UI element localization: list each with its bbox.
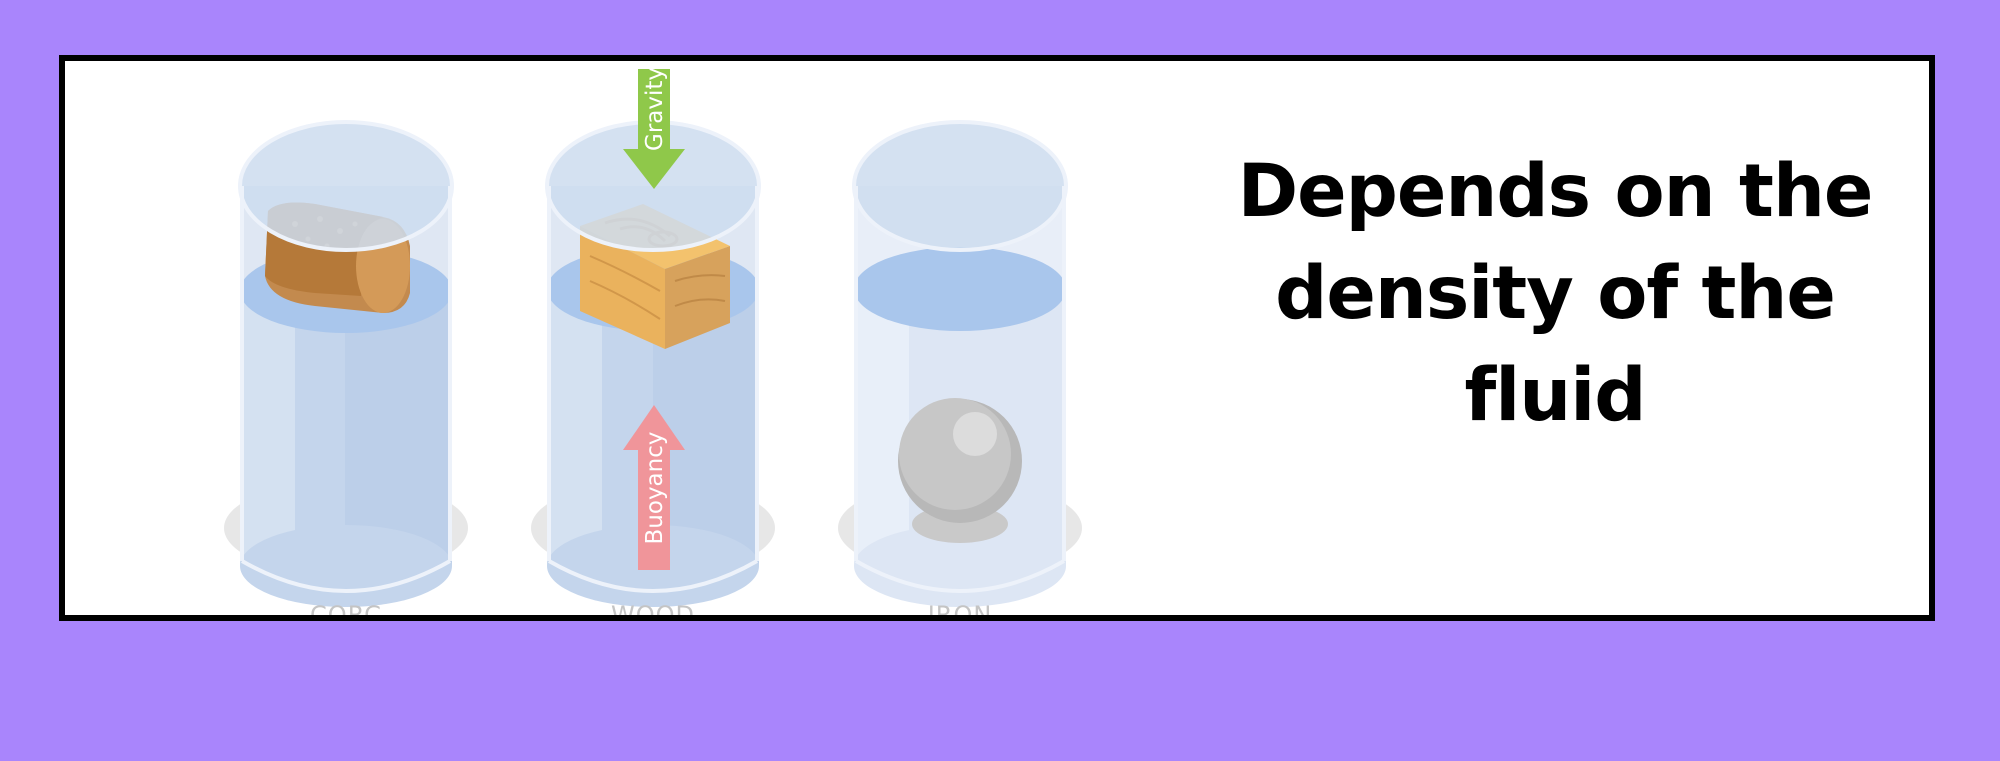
buoyancy-arrow: Buoyancy bbox=[623, 405, 685, 570]
glass-iron-rim bbox=[854, 122, 1066, 250]
glass-iron-water-surface bbox=[854, 247, 1066, 331]
glass-iron-label: IRON bbox=[928, 601, 993, 621]
headline-text: Depends on the density of the fluid bbox=[1237, 149, 1874, 438]
buoyancy-label: Buoyancy bbox=[642, 432, 668, 545]
iron-ball bbox=[898, 398, 1022, 543]
gravity-arrow: Gravity bbox=[623, 67, 685, 189]
buoyancy-illustration: CORC bbox=[224, 67, 1082, 621]
glass-cork-rim bbox=[240, 122, 452, 250]
gravity-label: Gravity bbox=[642, 67, 668, 151]
glass-wood-label: WOOD bbox=[611, 601, 695, 621]
glass-cork: CORC bbox=[224, 120, 468, 621]
diagram-card: CORC bbox=[59, 55, 1935, 621]
glass-cork-label: CORC bbox=[310, 601, 382, 621]
glass-wood: Gravity Buoyancy WOOD bbox=[531, 67, 775, 621]
glass-iron: IRON bbox=[838, 120, 1082, 621]
